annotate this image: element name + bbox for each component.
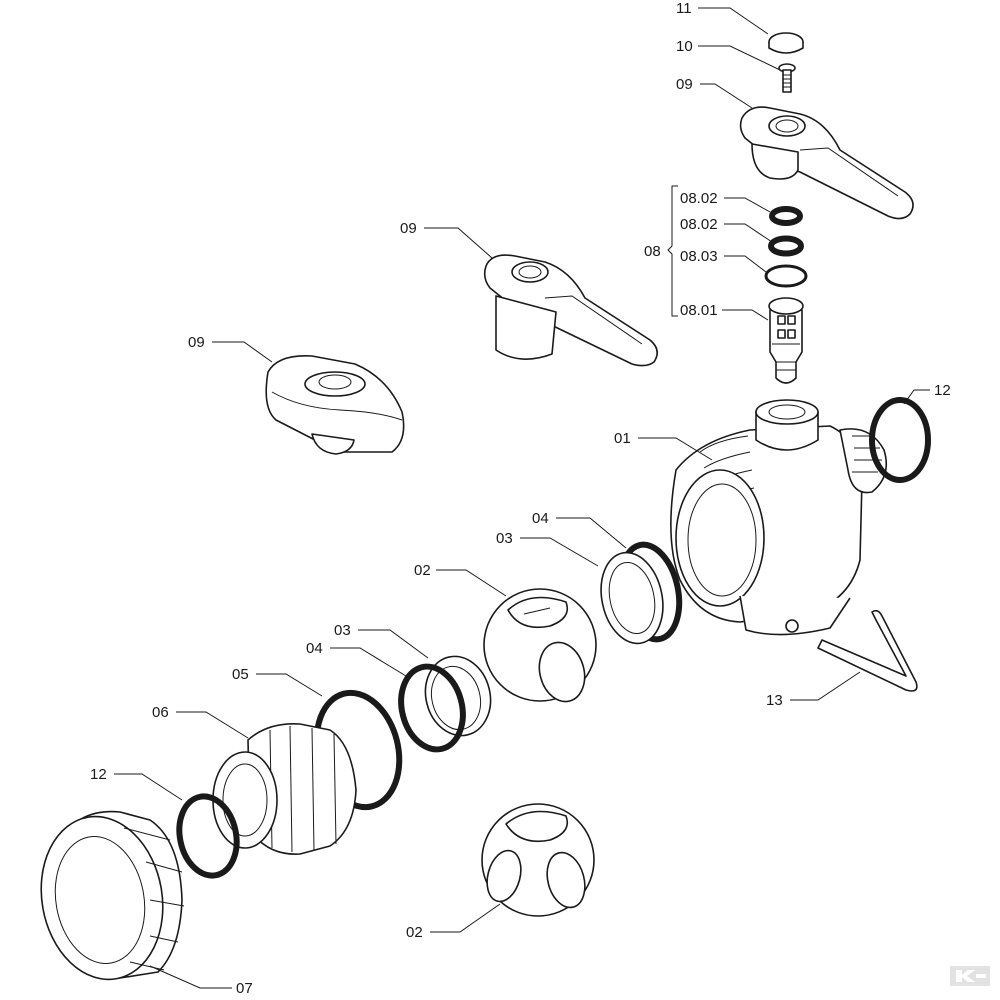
callout-02-lower: 02 — [406, 924, 423, 941]
part-09-knob-left — [265, 355, 405, 455]
leader-12-right — [903, 389, 930, 405]
callout-08-02-a: 08.02 — [680, 190, 718, 207]
leader-05 — [256, 673, 323, 697]
callout-10: 10 — [676, 38, 693, 55]
leader-09-left — [212, 341, 273, 363]
part-09-handle-top — [739, 106, 914, 220]
callout-07: 07 — [236, 980, 253, 997]
leader-08-01 — [722, 309, 769, 321]
leader-08-02-b — [724, 223, 773, 243]
leader-13 — [790, 671, 861, 701]
leader-04-lower — [330, 647, 407, 677]
part-12-oring-right — [869, 397, 931, 483]
callout-13: 13 — [766, 692, 783, 709]
part-08-01-stem — [768, 297, 804, 384]
part-01-valve-body — [670, 399, 888, 636]
part-13-hex-key — [817, 609, 918, 692]
leader-06 — [176, 711, 249, 739]
part-10-screw — [778, 63, 796, 93]
callout-12-right: 12 — [934, 382, 951, 399]
callout-08-01: 08.01 — [680, 302, 718, 319]
callout-08-03: 08.03 — [680, 248, 718, 265]
leader-02-upper — [436, 569, 507, 597]
leader-03-lower — [358, 629, 429, 659]
callout-01: 01 — [614, 430, 631, 447]
callout-04-lower: 04 — [306, 640, 323, 657]
callout-labels: 11 10 09 08.02 08.02 08 08.03 08.01 09 0… — [90, 0, 951, 997]
leader-09-top — [700, 83, 753, 109]
leader-04-upper — [556, 517, 627, 549]
callout-09-top: 09 — [676, 76, 693, 93]
callout-02-upper: 02 — [414, 562, 431, 579]
part-06-end-connector — [212, 723, 357, 855]
callout-04-upper: 04 — [532, 510, 549, 527]
part-08-02-oring-b — [768, 235, 804, 257]
callout-03-upper: 03 — [496, 530, 513, 547]
leader-09-mid — [424, 227, 493, 259]
leader-07 — [149, 965, 232, 989]
leader-08-02-a — [724, 197, 771, 213]
part-12-oring-left — [176, 793, 240, 879]
bracket-08 — [667, 185, 678, 317]
leader-lines — [114, 7, 930, 989]
part-07-union-nut — [40, 810, 185, 981]
part-02-ball-lower — [481, 803, 595, 917]
part-11-cap — [768, 32, 804, 54]
part-04-oring-lower — [398, 663, 466, 753]
leader-01 — [638, 437, 713, 461]
leader-12-left — [114, 773, 183, 801]
callout-08-02-b: 08.02 — [680, 216, 718, 233]
callout-05: 05 — [232, 666, 249, 683]
part-09-handle-middle — [483, 254, 658, 367]
part-08-02-oring-a — [769, 206, 803, 226]
leader-02-lower — [430, 903, 501, 933]
leader-03-upper — [520, 537, 599, 567]
leader-08-03 — [724, 255, 767, 273]
callout-09-mid: 09 — [400, 220, 417, 237]
callout-09-left: 09 — [188, 334, 205, 351]
part-08-03-seal-ring — [764, 264, 808, 288]
leader-10 — [698, 45, 781, 71]
k-logo-icon — [950, 966, 990, 986]
callout-11: 11 — [676, 0, 692, 17]
part-03-seat-upper — [600, 551, 664, 645]
leader-11 — [698, 7, 769, 35]
callout-08: 08 — [644, 243, 661, 260]
part-02-ball-upper — [483, 588, 597, 703]
callout-06: 06 — [152, 704, 169, 721]
callout-12-left: 12 — [90, 766, 107, 783]
callout-03-lower: 03 — [334, 622, 351, 639]
